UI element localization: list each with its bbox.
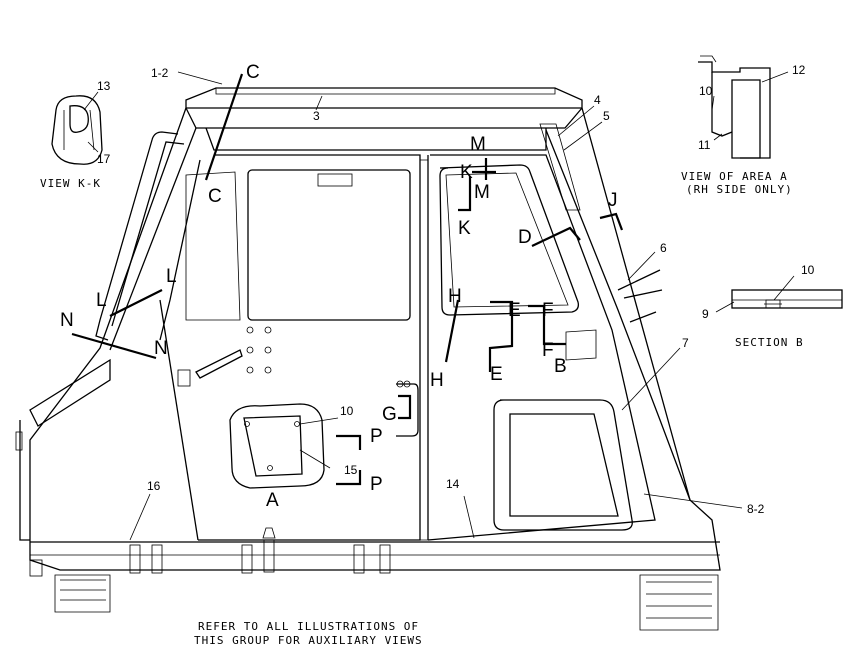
footer-note-line-1: REFER TO ALL ILLUSTRATIONS OF	[198, 620, 419, 633]
letter-d: D	[518, 227, 532, 248]
letter-l-2: L	[96, 290, 107, 311]
letter-f-2: F	[542, 340, 554, 361]
letter-a: A	[266, 490, 279, 511]
mounts	[29, 527, 719, 631]
letter-k-1: K	[460, 162, 473, 183]
right-panel	[427, 123, 691, 541]
letter-h-1: H	[448, 286, 462, 307]
letter-e-2: E	[490, 364, 503, 385]
captions: VIEW K-K VIEW OF AREA A (RH SIDE ONLY) S…	[40, 170, 804, 647]
label-7: 7	[682, 336, 689, 350]
part-number-labels: 1-2 3 4 5 6 7 8-2 9 10 10 10 11 12 13 14…	[97, 63, 815, 516]
letter-c-mid: C	[208, 186, 222, 207]
section-b-inset	[731, 289, 843, 309]
label-17: 17	[97, 152, 111, 166]
label-8-2: 8-2	[747, 502, 765, 516]
label-9: 9	[702, 307, 709, 321]
letter-n-1: N	[60, 310, 74, 331]
letter-m-1: M	[470, 134, 486, 155]
letter-f-1: F	[542, 300, 554, 321]
caption-view-area-a-1: VIEW OF AREA A	[681, 170, 788, 183]
label-10-main: 10	[340, 404, 354, 418]
letter-l-1: L	[166, 266, 177, 287]
label-12: 12	[792, 63, 806, 77]
letter-j: J	[608, 190, 618, 211]
view-kk-inset	[51, 95, 103, 165]
label-6: 6	[660, 241, 667, 255]
label-15: 15	[344, 463, 358, 477]
letter-k-2: K	[458, 218, 471, 239]
letter-g: G	[382, 404, 397, 425]
letter-p-1: P	[370, 426, 383, 447]
label-3: 3	[313, 109, 320, 123]
section-letter-labels: C C M M K K J D L L N N H H E E F F B G …	[60, 62, 618, 511]
left-step-box	[15, 358, 111, 541]
letter-b: B	[554, 356, 567, 377]
caption-section-b: SECTION B	[735, 336, 804, 349]
label-10-area: 10	[699, 84, 713, 98]
left-handrail	[95, 131, 185, 341]
label-1-2: 1-2	[151, 66, 169, 80]
leader-lines	[83, 71, 795, 541]
label-11: 11	[698, 138, 711, 152]
cutout-a	[229, 403, 325, 489]
footer-note-line-2: THIS GROUP FOR AUXILIARY VIEWS	[194, 634, 423, 647]
caption-view-kk: VIEW K-K	[40, 177, 101, 190]
letter-m-2: M	[474, 182, 490, 203]
label-13: 13	[97, 79, 111, 93]
letter-e-1: E	[508, 300, 521, 321]
label-16: 16	[147, 479, 161, 493]
view-area-a-inset	[698, 55, 771, 159]
door-holes	[246, 326, 272, 374]
letter-p-2: P	[370, 474, 383, 495]
letter-h-2: H	[430, 370, 444, 391]
label-14: 14	[446, 477, 460, 491]
cab-body	[29, 87, 721, 571]
caption-view-area-a-2: (RH SIDE ONLY)	[686, 183, 793, 196]
label-5: 5	[603, 109, 610, 123]
label-10-section: 10	[801, 263, 815, 277]
letter-c-top: C	[246, 62, 260, 83]
g-detail	[396, 380, 419, 437]
label-4: 4	[594, 93, 601, 107]
left-door	[177, 154, 429, 541]
letter-n-2: N	[154, 338, 168, 359]
section-arrows	[71, 73, 624, 486]
